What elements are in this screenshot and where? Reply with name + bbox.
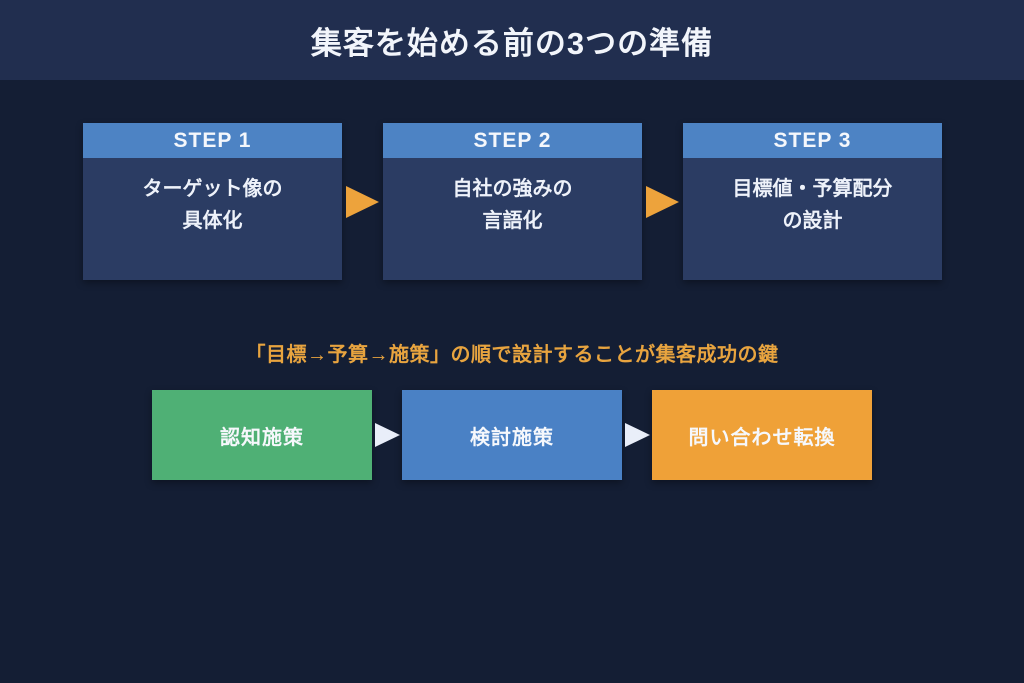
- funnel-row: 認知施策 検討施策 問い合わせ転換: [152, 390, 872, 480]
- step-box-2: STEP 2 自社の強みの 言語化: [383, 123, 642, 280]
- arrow-right-icon: [346, 185, 379, 218]
- step-3-header: STEP 3: [683, 123, 942, 158]
- page-title: 集客を始める前の3つの準備: [310, 25, 714, 61]
- arrow-right-icon: [374, 423, 400, 447]
- funnel-stage-consideration: 検討施策: [402, 390, 622, 480]
- step-2-line1: 自社の強みの: [452, 178, 573, 200]
- step-3-line2: の設計: [782, 210, 843, 232]
- step-2-line2: 言語化: [482, 210, 543, 232]
- arrow-right-icon: [646, 185, 679, 218]
- step-2-description: 自社の強みの 言語化: [383, 158, 642, 280]
- step-2-header: STEP 2: [383, 123, 642, 158]
- step-3-line1: 目標値・予算配分: [732, 178, 893, 200]
- steps-row: STEP 1 ターゲット像の 具体化 STEP 2 自社の強みの 言語化 STE…: [83, 123, 942, 280]
- title-band: 集客を始める前の3つの準備: [0, 0, 1024, 80]
- funnel-stage-awareness: 認知施策: [152, 390, 372, 480]
- arrow-right-icon: [624, 423, 650, 447]
- step-box-1: STEP 1 ターゲット像の 具体化: [83, 123, 342, 280]
- step-1-header: STEP 1: [83, 123, 342, 158]
- step-1-line1: ターゲット像の: [142, 178, 283, 200]
- step-1-line2: 具体化: [182, 210, 243, 232]
- step-3-description: 目標値・予算配分 の設計: [683, 158, 942, 280]
- key-message: 「目標→予算→施策」の順で設計することが集客成功の鍵: [245, 344, 779, 366]
- step-1-description: ターゲット像の 具体化: [83, 158, 342, 280]
- step-box-3: STEP 3 目標値・予算配分 の設計: [683, 123, 942, 280]
- funnel-stage-conversion: 問い合わせ転換: [652, 390, 872, 480]
